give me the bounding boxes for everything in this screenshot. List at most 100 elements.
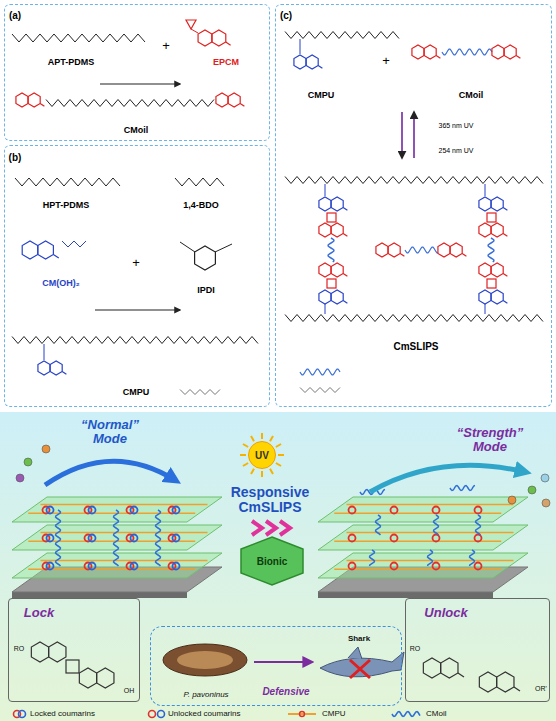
label-text: CMPU [123, 388, 150, 398]
unlocked-coumarin [433, 535, 440, 542]
scheme-panel: (b)HPT-PDMS1,4-BDO+CM(OH)₂IPDICMPU [4, 145, 270, 407]
ring [491, 223, 503, 237]
legend-sample [158, 711, 165, 718]
shark [320, 652, 404, 677]
fish-pattern [177, 651, 233, 669]
scheme-panel: (c)CMPU+CMoil365 nm UV254 nm UVCmSLIPS [275, 4, 552, 407]
label-text: “Strength” Mode [449, 426, 531, 455]
ring [412, 45, 424, 59]
arrow [95, 309, 180, 310]
epoxide-ring [186, 20, 196, 29]
ring [22, 241, 38, 259]
chain [285, 32, 399, 39]
sun-ray [261, 471, 263, 477]
carbonyl-bond [53, 255, 58, 259]
label-text: CMoil [124, 126, 149, 136]
unlocked-coumarin [433, 507, 440, 514]
inset-box: DefensiveP. pavoninusShark [150, 626, 402, 706]
carbonyl-bond [343, 208, 347, 211]
cmoil-chain [114, 510, 119, 566]
carbonyl-bond [400, 254, 404, 257]
bond [325, 184, 326, 196]
ring [212, 30, 226, 46]
ring [97, 668, 114, 688]
locked-coumarin [173, 563, 180, 570]
wavy-chain [442, 49, 492, 55]
label-text: Defensive [262, 686, 309, 697]
ring [497, 672, 514, 692]
ring [228, 93, 240, 107]
locked-coumarin [131, 563, 138, 570]
ring [28, 93, 40, 107]
ring [31, 642, 48, 662]
cmoil-chain [476, 515, 481, 535]
arrow [100, 83, 180, 84]
unlocked-coumarin [349, 563, 356, 570]
legend-text: Locked coumarins [30, 710, 95, 719]
ring [319, 263, 331, 277]
sun-ray [251, 469, 254, 474]
carbonyl-bond [62, 372, 66, 375]
unlocked-coumarin [349, 535, 356, 542]
ring [491, 263, 503, 277]
organism [542, 499, 550, 507]
carbonyl-bond [343, 234, 347, 237]
label-text: RO [410, 645, 421, 653]
locked-coumarin [89, 507, 96, 514]
legend-sample [300, 712, 305, 717]
unlocked-coumarin [475, 507, 482, 514]
label-text: + [382, 54, 390, 68]
legend-sample [19, 711, 26, 718]
ring [479, 197, 491, 211]
ring [479, 672, 496, 692]
chain [12, 34, 145, 42]
organism [528, 486, 536, 494]
label-text: APT-PDMS [48, 58, 95, 68]
wavy-chain [392, 712, 420, 717]
carbonyl-bond [458, 673, 464, 677]
ring [331, 223, 343, 237]
shape-node: UV [248, 441, 276, 469]
ring [388, 243, 400, 257]
scene-band: UVBionicLockROOHDefensiveP. pavoninusSha… [0, 412, 556, 721]
ring [479, 290, 491, 304]
unlocked-coumarin [391, 535, 398, 542]
legend-text: CMoil [426, 710, 446, 719]
organism [541, 474, 549, 482]
legend-sample [288, 713, 316, 715]
ring [504, 45, 516, 59]
ring [49, 642, 66, 662]
ring [450, 243, 462, 257]
ring [492, 45, 504, 59]
carbonyl-bond [462, 254, 466, 257]
chain [175, 178, 224, 186]
ring [331, 290, 343, 304]
locked-coumarin [131, 535, 138, 542]
organism [24, 458, 32, 466]
wavy-chain [405, 247, 438, 253]
wavy-chain [450, 486, 475, 491]
locked-coumarin [47, 563, 54, 570]
chain [180, 390, 220, 395]
carbonyl-bond [503, 274, 507, 277]
chevron [280, 521, 290, 535]
locked-coumarin [47, 535, 54, 542]
surface-layer [318, 525, 528, 550]
sun-ray [240, 454, 246, 456]
label-text: Shark [348, 635, 370, 644]
bond [191, 29, 198, 33]
label-text: 1,4-BDO [183, 201, 219, 211]
organism [508, 496, 516, 504]
bond [325, 304, 326, 314]
arrow [401, 112, 403, 158]
sun-ray [270, 469, 273, 474]
carbonyl-bond [40, 104, 44, 107]
carbonyl-bond [516, 56, 520, 59]
locked-coumarin [89, 535, 96, 542]
carbonyl-bond [503, 208, 507, 211]
label-text: CMoil [459, 91, 484, 101]
label-text: RO [14, 645, 25, 653]
cmpu-chain [347, 504, 514, 506]
unlocked-coumarin [433, 563, 440, 570]
